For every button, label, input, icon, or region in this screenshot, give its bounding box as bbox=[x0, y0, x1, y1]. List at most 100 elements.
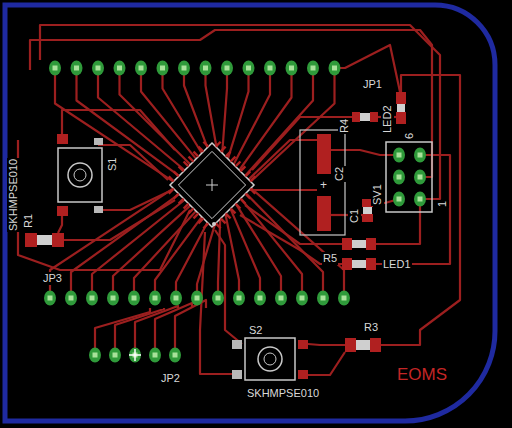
jumper-body bbox=[397, 104, 405, 112]
header-pin bbox=[329, 61, 341, 76]
copper-trace bbox=[134, 211, 196, 298]
silkscreen-label: S2 bbox=[248, 324, 263, 337]
resistor-body bbox=[356, 340, 370, 350]
header-pin bbox=[178, 61, 190, 76]
board-name: EOMS bbox=[396, 365, 448, 384]
chip-pin bbox=[169, 176, 174, 181]
header-pin bbox=[393, 148, 405, 163]
copper-trace bbox=[381, 75, 460, 345]
header-pin bbox=[170, 291, 182, 306]
resistor-pad bbox=[25, 233, 37, 247]
chip-pin bbox=[250, 189, 255, 194]
header-pin bbox=[414, 148, 426, 163]
chip-pin bbox=[250, 176, 255, 181]
header-pin bbox=[149, 291, 161, 306]
header-pin bbox=[233, 291, 245, 306]
copper-trace bbox=[163, 68, 202, 153]
led-body bbox=[352, 260, 366, 268]
header-pin bbox=[254, 291, 266, 306]
resistor-body bbox=[352, 240, 366, 248]
through-hole-pads bbox=[44, 61, 426, 363]
header-pin bbox=[129, 348, 141, 363]
chip-pin bbox=[221, 218, 226, 223]
silkscreen-label: R3 bbox=[363, 321, 379, 334]
resistor-body bbox=[37, 235, 52, 245]
chip-pin bbox=[235, 162, 240, 167]
board-outline bbox=[5, 5, 495, 421]
pin1-dot bbox=[212, 222, 216, 226]
copper-trace bbox=[98, 145, 168, 180]
capacitor-body bbox=[363, 207, 372, 214]
chip-pin bbox=[240, 166, 245, 171]
copper-trace bbox=[228, 68, 249, 159]
header-pin bbox=[393, 170, 405, 185]
resistor-pad bbox=[366, 238, 376, 250]
copper-trace bbox=[113, 205, 190, 298]
capacitor-pad bbox=[362, 214, 373, 222]
copper-trace bbox=[246, 193, 323, 298]
silkscreen-label: SKHMPSE010 bbox=[7, 158, 20, 232]
resistor-pad bbox=[345, 338, 356, 352]
copper-trace bbox=[30, 30, 432, 177]
chip-pin bbox=[235, 204, 240, 209]
chip-pin bbox=[245, 194, 250, 199]
chip-pin bbox=[231, 157, 236, 162]
chip-pin bbox=[193, 213, 198, 218]
header-pin bbox=[109, 348, 121, 363]
copper-trace bbox=[308, 352, 345, 375]
header-pin bbox=[221, 61, 233, 76]
components bbox=[25, 92, 432, 380]
header-pin bbox=[243, 61, 255, 76]
silkscreen-label: JP1 bbox=[362, 78, 383, 91]
switch-outline bbox=[245, 338, 295, 380]
chip-pin bbox=[231, 208, 236, 213]
chip-pin bbox=[216, 223, 221, 228]
smd-pad bbox=[57, 206, 68, 216]
chip-pin bbox=[221, 147, 226, 152]
header-pin bbox=[307, 61, 319, 76]
copper-trace bbox=[98, 190, 172, 210]
header-pin bbox=[414, 170, 426, 185]
silkscreen-label: 1 bbox=[436, 200, 449, 208]
switch-button bbox=[264, 353, 276, 365]
chip-pin bbox=[184, 162, 189, 167]
chip-pin bbox=[179, 199, 184, 204]
silkscreen-label: R5 bbox=[322, 252, 338, 265]
header-pin bbox=[264, 61, 276, 76]
chip-pin bbox=[169, 189, 174, 194]
silkscreen-label: JP2 bbox=[160, 372, 181, 385]
chip-pin bbox=[193, 152, 198, 157]
chip-pin bbox=[198, 218, 203, 223]
header-pin bbox=[65, 291, 77, 306]
resistor-body bbox=[360, 113, 370, 121]
chip-outline bbox=[178, 151, 245, 218]
chip-pin bbox=[245, 171, 250, 176]
resistor-pad bbox=[352, 112, 360, 122]
header-pin bbox=[191, 291, 203, 306]
header-pin bbox=[86, 291, 98, 306]
copper-trace bbox=[250, 189, 317, 191]
copper-trace bbox=[95, 308, 150, 355]
copper-trace bbox=[330, 45, 400, 92]
chip-pin bbox=[226, 152, 231, 157]
header-pin bbox=[275, 291, 287, 306]
header-pin bbox=[135, 61, 147, 76]
copper-trace bbox=[155, 217, 202, 298]
smd-pad bbox=[298, 340, 308, 349]
header-pin bbox=[128, 291, 140, 306]
microcontroller bbox=[169, 142, 255, 228]
led-pad bbox=[342, 258, 352, 270]
header-pin bbox=[44, 291, 56, 306]
copper-traces bbox=[18, 25, 460, 375]
silkscreen-label: 6 bbox=[403, 132, 416, 140]
copper-trace bbox=[206, 68, 217, 148]
copper-trace bbox=[58, 216, 62, 233]
smd-pad bbox=[232, 370, 242, 379]
header-pin bbox=[414, 192, 426, 207]
header-pin bbox=[393, 192, 405, 207]
chip-pin bbox=[203, 223, 208, 228]
copper-trace bbox=[331, 150, 399, 155]
smd-pad bbox=[57, 134, 68, 144]
